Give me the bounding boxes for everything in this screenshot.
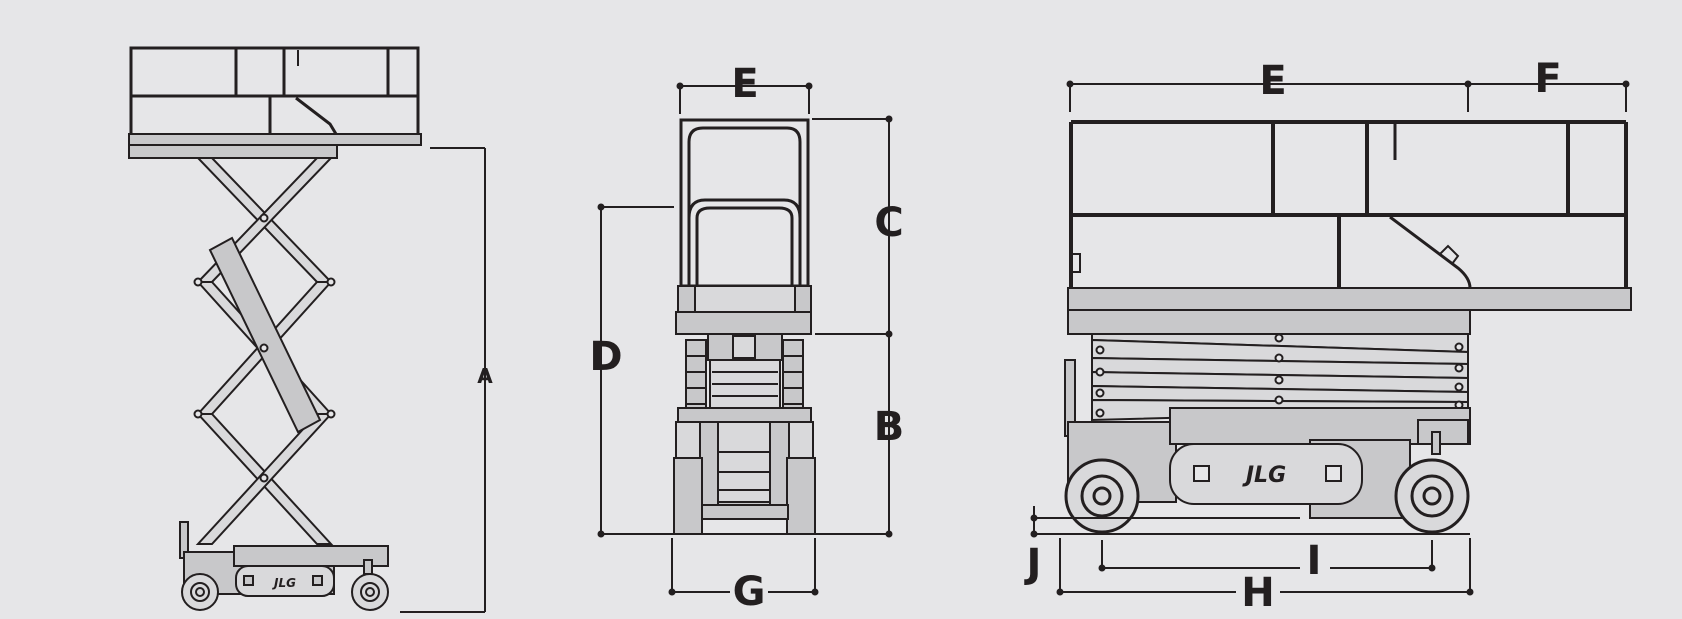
front-scissor-stack — [677, 333, 812, 423]
label-b: B — [874, 404, 905, 450]
label-g: G — [733, 569, 766, 615]
raised-guardrail — [129, 46, 420, 135]
label-a: A — [477, 364, 493, 388]
raised-lift-view: JLG — [128, 46, 486, 613]
label-e-side: E — [1259, 58, 1286, 104]
front-chassis — [673, 421, 816, 535]
dimension-d-line — [597, 203, 860, 538]
dimension-h-line — [1056, 538, 1474, 596]
dimension-j-line — [1030, 506, 1470, 538]
front-guardrail — [679, 118, 810, 288]
stowed-scissor-stack — [1091, 333, 1469, 422]
dimension-e-f-line — [1066, 80, 1630, 112]
label-j: J — [1024, 541, 1042, 587]
raised-chassis — [179, 521, 389, 597]
stowed-chassis — [1064, 359, 1471, 519]
raised-wheels — [181, 573, 389, 611]
stowed-jlg-logo: JLG — [1242, 463, 1286, 488]
raised-deck — [128, 133, 422, 159]
label-e-front: E — [731, 61, 758, 107]
dimension-a-line — [400, 147, 486, 613]
dimension-e-front-line — [676, 82, 813, 114]
front-deck — [675, 285, 812, 335]
label-d: D — [589, 334, 622, 380]
stowed-guardrail — [1069, 120, 1628, 289]
stowed-deck — [1067, 287, 1632, 335]
label-h: H — [1241, 570, 1274, 616]
raised-scissor-stack — [193, 157, 336, 545]
front-view — [597, 82, 893, 596]
dimension-i-line — [1098, 540, 1436, 572]
dimension-g-line — [668, 538, 819, 596]
label-i: I — [1307, 538, 1322, 584]
stowed-wheels — [1064, 458, 1470, 534]
dimension-c-b-line — [812, 115, 893, 538]
label-c: C — [874, 200, 903, 246]
label-f: F — [1534, 56, 1561, 102]
stowed-side-view: JLG — [1030, 80, 1632, 596]
raised-jlg-logo: JLG — [272, 576, 296, 590]
